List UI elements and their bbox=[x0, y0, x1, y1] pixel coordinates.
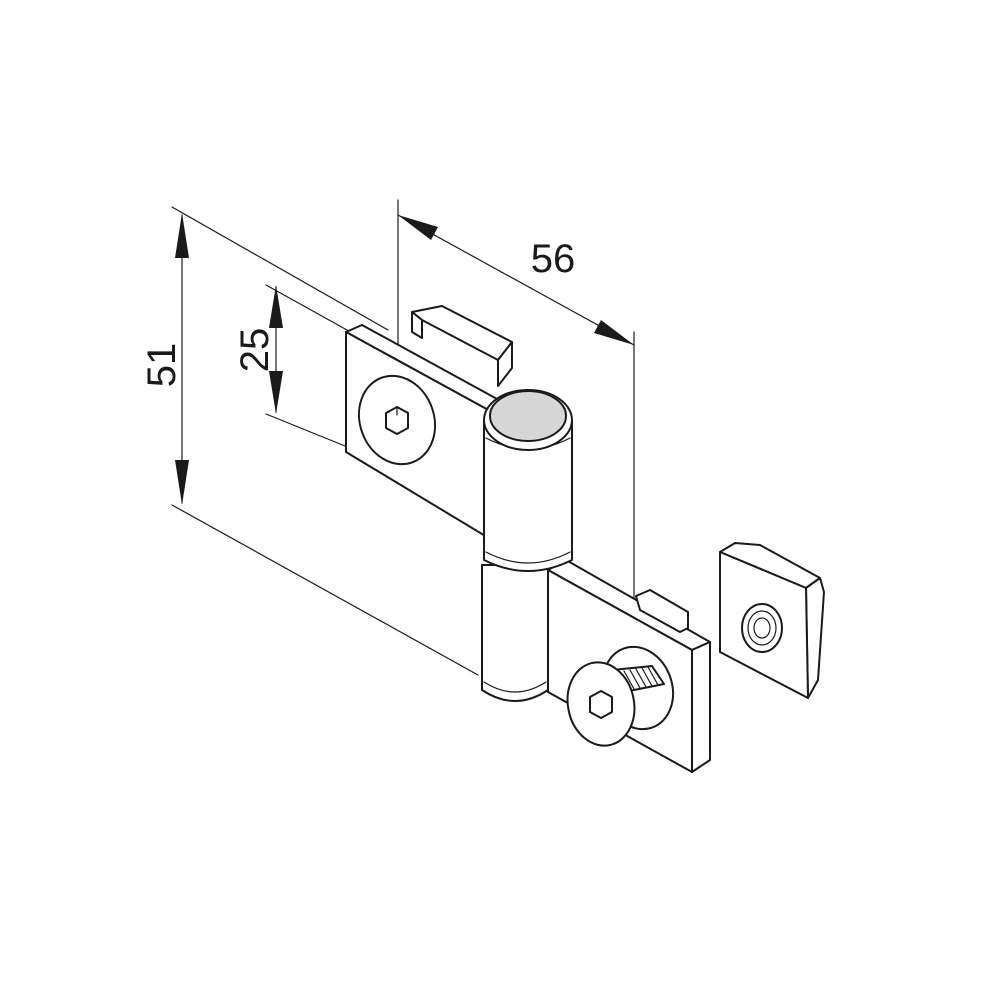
lower-leaf bbox=[547, 559, 711, 773]
dimension-label-25: 25 bbox=[233, 328, 277, 373]
arrow-head-icon bbox=[594, 320, 634, 345]
upper-hex-socket-icon bbox=[385, 406, 409, 435]
upper-slot-rail-side bbox=[497, 341, 513, 387]
lower-plate-side bbox=[691, 641, 711, 773]
arrow-head-icon bbox=[175, 213, 189, 258]
nut-side-face bbox=[805, 577, 825, 699]
extension-line-top-51 bbox=[171, 206, 389, 331]
lower-barrel bbox=[481, 564, 549, 702]
countersunk-screw bbox=[566, 661, 665, 747]
arrow-head-icon bbox=[175, 460, 189, 505]
dimension-51: 51 bbox=[140, 213, 189, 505]
upper-slot-rail-top bbox=[411, 305, 513, 361]
upper-leaf bbox=[345, 305, 513, 541]
dimension-56: 56 bbox=[397, 214, 635, 346]
dimension-line-56 bbox=[397, 214, 635, 346]
upper-barrel bbox=[483, 419, 573, 572]
arrow-head-icon bbox=[398, 215, 438, 240]
dimension-label-51: 51 bbox=[140, 343, 184, 388]
lower-slot-step bbox=[635, 589, 689, 633]
extension-line-bottom-51 bbox=[171, 504, 479, 676]
pin-cap-top bbox=[489, 390, 567, 442]
arrow-head-icon bbox=[269, 371, 283, 414]
slot-nut bbox=[719, 542, 825, 699]
dimension-25: 25 bbox=[233, 285, 283, 414]
hinge-barrel bbox=[481, 389, 573, 702]
arrow-head-icon bbox=[269, 285, 283, 328]
dimension-label-56: 56 bbox=[531, 237, 576, 281]
extension-line-bottom-25 bbox=[265, 413, 351, 449]
screw-hex-socket-icon bbox=[589, 690, 613, 719]
upper-slot-rail-end bbox=[411, 311, 423, 339]
